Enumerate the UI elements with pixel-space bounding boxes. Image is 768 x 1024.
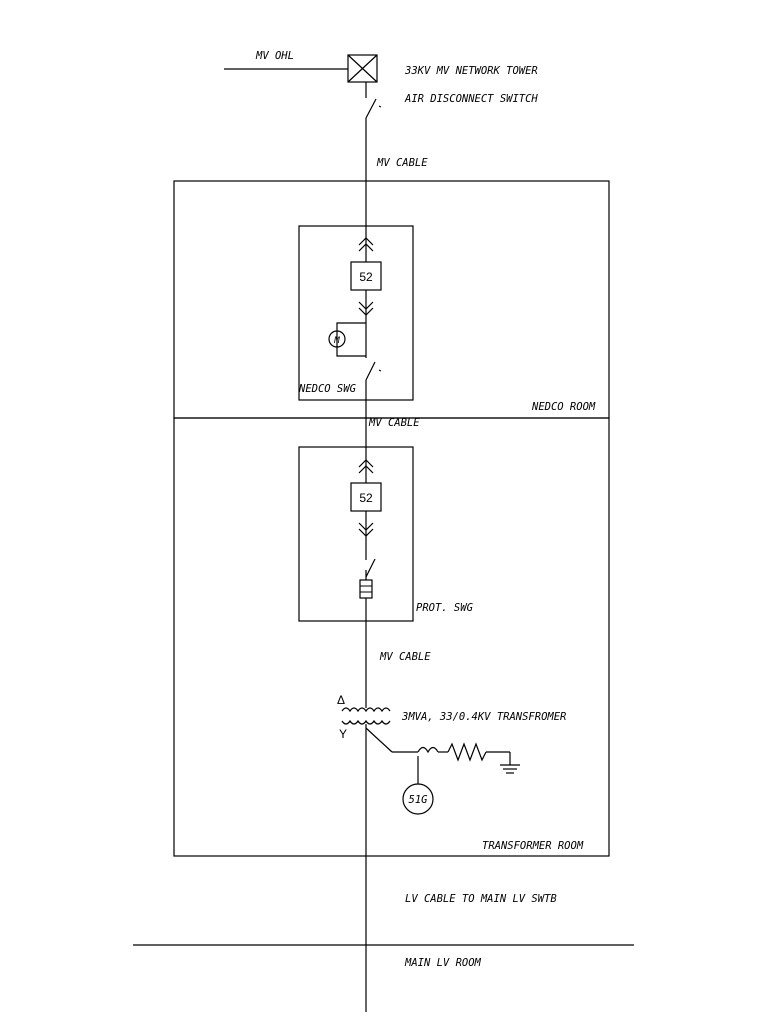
label-air-switch: AIR DISCONNECT SWITCH — [404, 93, 538, 105]
label-tower: 33KV MV NETWORK TOWER — [404, 65, 538, 77]
network-tower-symbol — [347, 54, 378, 83]
label-mv-cable-3: MV CABLE — [379, 651, 431, 663]
wye-symbol: Y — [339, 727, 347, 741]
label-mv-cable-2: MV CABLE — [368, 417, 420, 429]
label-mv-ohl: MV OHL — [255, 50, 294, 62]
label-nedco-room: NEDCO ROOM — [531, 401, 596, 413]
air-disconnect-switch — [365, 98, 382, 119]
transformer-symbol — [341, 707, 391, 725]
nedco-switchgear-box — [298, 225, 414, 401]
delta-symbol: Δ — [337, 693, 345, 707]
relay-label: 51G — [409, 794, 429, 806]
breaker-label-prot: 52 — [359, 491, 373, 505]
withdrawable-contact-bottom — [358, 522, 374, 537]
nedco-disconnect-switch — [365, 361, 382, 381]
label-main-lv-room: MAIN LV ROOM — [404, 957, 482, 969]
label-mv-cable-1: MV CABLE — [376, 157, 428, 169]
nedco-room-box — [173, 180, 610, 419]
breaker-label-nedco: 52 — [359, 270, 373, 284]
label-nedco-swg: NEDCO SWG — [298, 383, 357, 395]
neutral-grounding-branch — [365, 727, 511, 765]
withdrawable-contact-bottom — [358, 301, 374, 316]
motor-label: M — [333, 336, 340, 346]
label-transformer-room: TRANSFORMER ROOM — [482, 840, 584, 852]
label-transformer: 3MVA, 33/0.4KV TRANSFROMER — [401, 711, 566, 723]
transformer-room-box — [173, 417, 610, 857]
ground-fault-relay-51g — [402, 783, 434, 815]
label-lv-cable: LV CABLE TO MAIN LV SWTB — [405, 893, 557, 905]
prot-disconnect-switch — [365, 558, 376, 578]
prot-switchgear-box — [298, 446, 414, 622]
fuse-symbol — [359, 579, 373, 599]
label-prot-swg: PROT. SWG — [416, 602, 474, 614]
motor-operator — [328, 322, 366, 357]
ground-icon — [500, 764, 520, 774]
